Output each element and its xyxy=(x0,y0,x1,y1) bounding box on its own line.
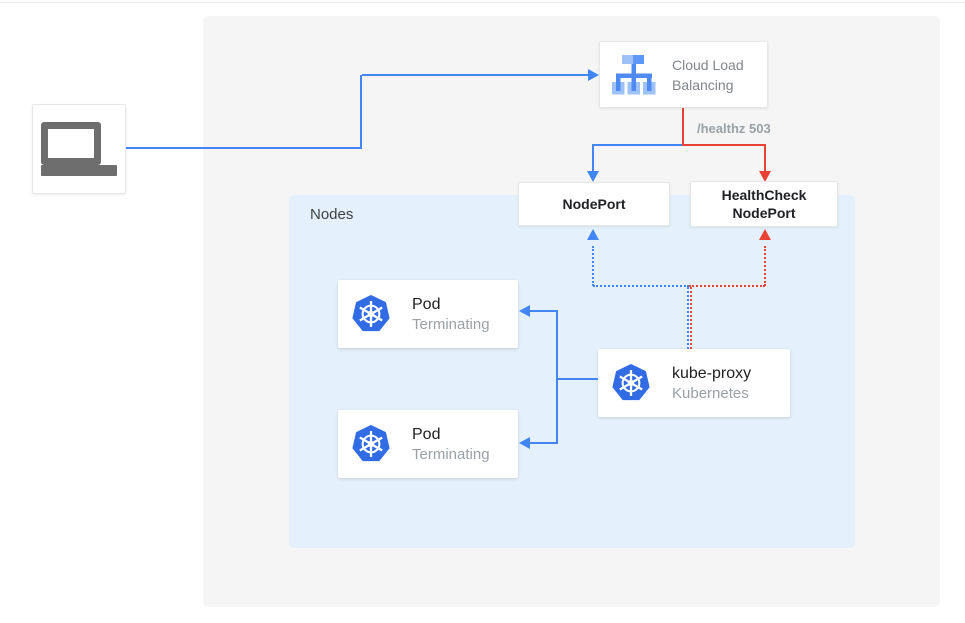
arrowhead-into-pod2 xyxy=(519,437,530,449)
edge-kproxy-trunk xyxy=(556,310,558,444)
edge-blue-to-nodeport xyxy=(592,144,594,172)
healthz-label: /healthz 503 xyxy=(697,121,771,136)
healthcheck-nodeport-node: HealthCheck NodePort xyxy=(690,181,838,227)
edge-branch-red xyxy=(682,144,766,146)
edge-kproxy-out xyxy=(557,378,598,380)
laptop-icon xyxy=(41,122,117,176)
arrowhead-dotted-into-healthcheck xyxy=(759,229,771,240)
edge-dotted-shared-red xyxy=(690,287,692,349)
nodes-panel-label: Nodes xyxy=(310,206,354,223)
edge-to-pod1 xyxy=(529,310,558,312)
arrowhead-into-clb xyxy=(588,69,599,81)
healthcheck-label-line1: HealthCheck xyxy=(721,187,807,203)
nodeport-node: NodePort xyxy=(518,182,670,226)
edge-dotted-red-horizontal xyxy=(689,285,765,287)
load-balancer-icon xyxy=(612,54,656,94)
arrowhead-into-pod1 xyxy=(519,305,530,317)
edge-to-pod2 xyxy=(529,442,558,444)
kubernetes-icon xyxy=(352,295,390,332)
arrowhead-into-healthcheck xyxy=(759,171,771,182)
edge-dotted-blue-vertical xyxy=(592,246,594,286)
arrowhead-dotted-into-nodeport xyxy=(587,229,599,240)
edge-dotted-blue-horizontal xyxy=(593,285,689,287)
top-divider xyxy=(0,2,965,3)
edge-dotted-red-vertical xyxy=(764,246,766,286)
edge-clb-down-red xyxy=(682,108,684,146)
client-node xyxy=(32,104,126,194)
edge-client-to-clb-seg1 xyxy=(126,147,362,149)
pod1-title: Pod xyxy=(412,295,441,313)
kube-proxy-title: kube-proxy xyxy=(672,364,752,382)
cloud-load-balancing-node: Cloud Load Balancing xyxy=(599,41,768,108)
kube-proxy-node: kube-proxy Kubernetes xyxy=(598,349,790,417)
kube-proxy-subtitle: Kubernetes xyxy=(672,384,749,402)
pod2-status: Terminating xyxy=(412,445,490,463)
kubernetes-icon xyxy=(612,364,650,401)
edge-branch-blue xyxy=(592,144,682,146)
edge-dotted-shared-blue xyxy=(687,287,689,349)
clb-label-line1: Cloud Load xyxy=(672,56,744,73)
pod-node-2: Pod Terminating xyxy=(338,410,518,478)
edge-client-to-clb-seg3 xyxy=(362,74,588,76)
pod1-status: Terminating xyxy=(412,315,490,333)
clb-label-line2: Balancing xyxy=(672,76,734,93)
nodeport-label: NodePort xyxy=(562,196,626,212)
arrowhead-into-nodeport xyxy=(587,171,599,182)
kubernetes-icon xyxy=(352,425,390,462)
healthcheck-label-line2: NodePort xyxy=(732,205,796,221)
pod-node-1: Pod Terminating xyxy=(338,280,518,348)
pod2-title: Pod xyxy=(412,425,441,443)
edge-client-to-clb-seg2 xyxy=(360,75,362,149)
edge-red-to-healthcheck xyxy=(764,144,766,172)
